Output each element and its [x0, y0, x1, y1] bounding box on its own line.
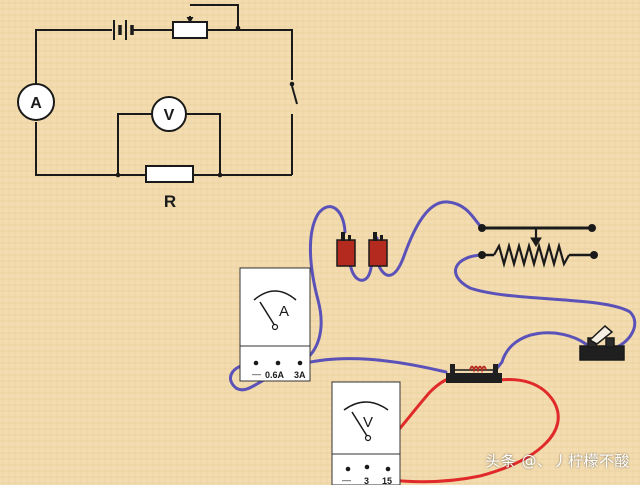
ammeter-device	[239, 267, 311, 382]
voltmeter-scale-arc	[343, 401, 389, 411]
wire-voltmeter-neg-to-resistor	[346, 378, 560, 484]
voltmeter-terminal-label-3v: 3	[364, 476, 369, 485]
ammeter-needle	[259, 301, 276, 327]
ammeter-terminal-0-6a	[275, 360, 281, 366]
switch-blade	[588, 324, 614, 345]
resistor-symbol	[145, 165, 194, 183]
voltmeter-terminal-3v	[364, 464, 370, 470]
circuit-schematic	[17, 4, 298, 183]
voltmeter-face-letter: V	[363, 414, 373, 431]
knife-switch	[579, 324, 625, 361]
rheostat-coil	[493, 241, 570, 269]
voltmeter-terminal-label-15v: 15	[382, 476, 392, 485]
wire-rheostat-to-switch	[454, 253, 637, 352]
ammeter-scale-arc	[253, 290, 297, 301]
wire-switch-to-resistor	[492, 331, 588, 374]
rheostat-symbol	[172, 21, 208, 39]
ammeter-face-letter: A	[279, 303, 289, 320]
watermark: 头条 @、丿柠檬不酸	[485, 452, 630, 470]
voltmeter-device	[331, 381, 401, 485]
voltmeter-needle	[351, 411, 368, 437]
ammeter-terminal-label-0-6a: 0.6A	[265, 370, 285, 380]
voltmeter-terminal-15v	[385, 466, 391, 472]
switch-symbol	[289, 81, 298, 105]
battery-cells	[336, 232, 388, 267]
resistor-label: R	[164, 192, 176, 211]
wire-ammeter-to-battery	[300, 205, 347, 364]
voltmeter-terminal-label-neg: —	[342, 475, 351, 485]
ammeter-symbol	[17, 83, 55, 121]
rheostat-device	[478, 224, 598, 269]
wire-battery-to-rheostat	[376, 200, 484, 277]
battery-cell-1	[336, 239, 356, 267]
ammeter-terminal-3a	[297, 360, 303, 366]
battery-cell-2	[368, 239, 388, 267]
voltmeter-symbol-letter: V	[164, 107, 175, 124]
voltmeter-symbol	[151, 96, 187, 132]
ammeter-terminal-neg	[253, 360, 259, 366]
ammeter-terminal-label-neg: —	[252, 369, 261, 379]
ammeter-terminal-label-3a: 3A	[294, 370, 306, 380]
voltmeter-terminal-neg	[345, 466, 351, 472]
ammeter-symbol-letter: A	[30, 95, 42, 112]
resistor-coil	[469, 365, 487, 374]
resistor-device	[446, 364, 502, 383]
